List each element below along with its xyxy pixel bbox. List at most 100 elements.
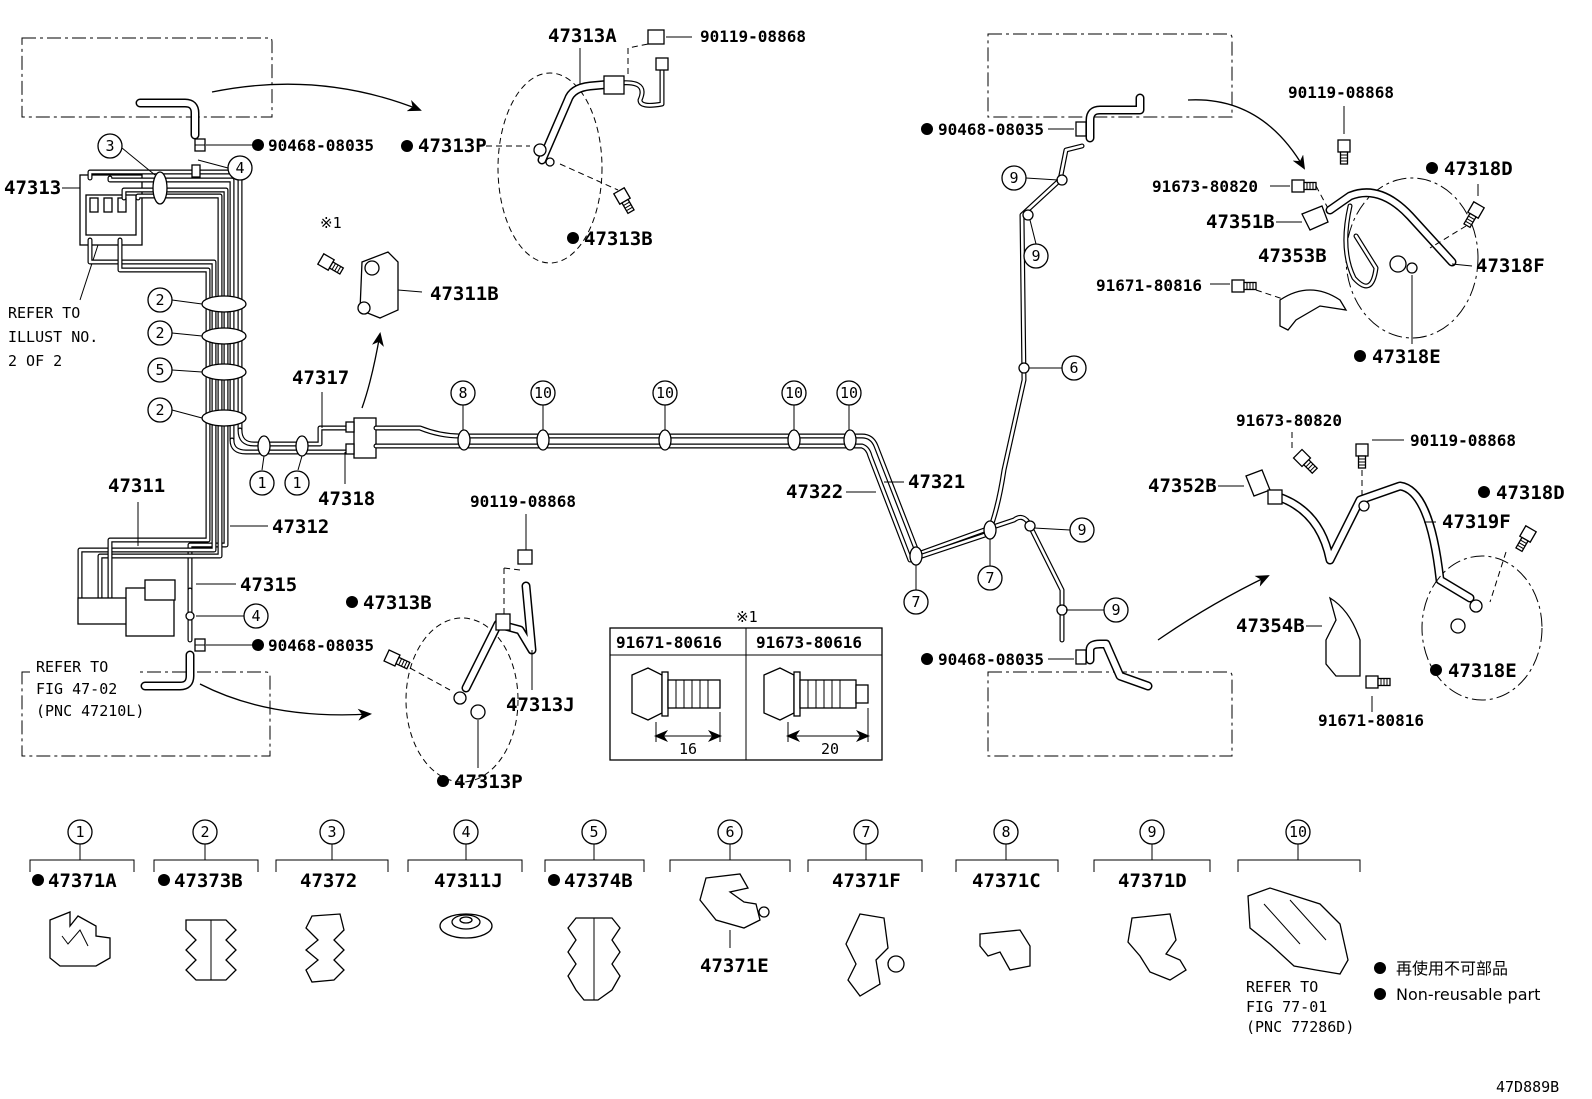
svg-text:FIG 77-01: FIG 77-01 — [1246, 998, 1327, 1016]
svg-text:90119-08868: 90119-08868 — [1410, 431, 1516, 450]
svg-text:2: 2 — [200, 823, 209, 841]
label-47311: 47311 — [108, 475, 165, 546]
callout-9a: 9 — [1001, 165, 1059, 191]
svg-text:47313J: 47313J — [506, 694, 575, 716]
clip-legend: 1 47371A 2 47373B 3 47372 4 47311J — [29, 819, 1361, 1036]
label-47321: 47321 — [884, 471, 965, 493]
bracket-47311B: ※1 47311B — [317, 214, 499, 409]
svg-text:6: 6 — [1069, 359, 1078, 377]
callout-10a: 10 — [530, 380, 556, 430]
svg-text:47371F: 47371F — [832, 870, 901, 892]
svg-text:90119-08868: 90119-08868 — [470, 492, 576, 511]
svg-text:20: 20 — [821, 740, 839, 758]
rear-left-assembly: 90119-08868 91673-80820 47351B 47353B 91… — [1096, 83, 1545, 368]
svg-text:※1: ※1 — [736, 608, 758, 626]
nonreusable-dot — [252, 139, 264, 151]
svg-text:9: 9 — [1111, 601, 1120, 619]
callout-1b: 1 — [284, 455, 310, 496]
svg-text:3: 3 — [105, 137, 114, 155]
clip-legend-item-5: 5 47374B — [544, 819, 645, 1001]
svg-text:47319F: 47319F — [1442, 511, 1511, 533]
svg-text:47353B: 47353B — [1258, 245, 1327, 267]
callout-6: 6 — [1029, 355, 1087, 381]
clip-legend-item-9: 9 47371D — [1093, 819, 1211, 981]
svg-text:47371D: 47371D — [1118, 870, 1187, 892]
part-label: 90468-08035 — [268, 136, 374, 155]
svg-text:47318D: 47318D — [1444, 158, 1513, 180]
clip-legend-item-7: 7 47371F — [807, 819, 923, 997]
svg-text:47318: 47318 — [318, 488, 375, 510]
callout-10c: 10 — [781, 380, 807, 430]
front-right-hose-47313J: 90119-08868 47313B 47313J 47313P — [346, 492, 576, 793]
clip-legend-item-10: 10 REFER TO FIG 77-01 (PNC 77286D) — [1237, 819, 1361, 1036]
svg-text:91671-80616: 91671-80616 — [616, 633, 722, 652]
clip-legend-item-3: 3 47372 — [275, 819, 389, 983]
svg-text:10: 10 — [840, 384, 858, 402]
label-47318: 47318 — [318, 452, 375, 510]
callout-9c: 9 — [1033, 517, 1095, 543]
svg-text:7: 7 — [911, 593, 920, 611]
svg-text:47352B: 47352B — [1148, 475, 1217, 497]
legend: 再使用不可部品 Non-reusable part — [1374, 959, 1540, 1004]
callout-2c: 2 — [147, 397, 203, 423]
svg-text:(PNC 47210L): (PNC 47210L) — [36, 702, 144, 720]
callout-2b: 2 — [147, 320, 203, 346]
svg-text:91673-80820: 91673-80820 — [1152, 177, 1258, 196]
region-left-top: 90468-08035 — [21, 37, 422, 155]
svg-text:2: 2 — [155, 401, 164, 419]
svg-text:47311: 47311 — [108, 475, 165, 497]
svg-text:47318F: 47318F — [1476, 255, 1545, 277]
svg-text:2: 2 — [155, 324, 164, 342]
region-left-bottom: REFER TO FIG 47-02 (PNC 47210L) — [21, 650, 372, 757]
callout-4-top: 4 — [197, 155, 253, 181]
refer-note: 2 OF 2 — [8, 352, 62, 370]
diagram-id: 47D889B — [1496, 1078, 1559, 1096]
svg-text:47318D: 47318D — [1496, 482, 1565, 504]
svg-text:47311J: 47311J — [434, 870, 503, 892]
rear-right-assembly: 91673-80820 90119-08868 47352B 47318D 47… — [1148, 411, 1565, 730]
svg-text:16: 16 — [679, 740, 697, 758]
region-right-top: 90468-08035 — [921, 33, 1306, 170]
svg-text:9: 9 — [1147, 823, 1156, 841]
svg-text:7: 7 — [985, 569, 994, 587]
region-right-bottom: 90468-08035 — [921, 575, 1270, 757]
svg-text:10: 10 — [1289, 823, 1307, 841]
svg-text:47371E: 47371E — [700, 955, 769, 977]
svg-text:REFER TO: REFER TO — [1246, 978, 1318, 996]
label-47312: 47312 — [230, 516, 329, 538]
svg-text:91673-80820: 91673-80820 — [1236, 411, 1342, 430]
legend-en: Non-reusable part — [1396, 985, 1540, 1004]
svg-text:6: 6 — [725, 823, 734, 841]
svg-text:47313A: 47313A — [548, 25, 617, 47]
callout-4-bot: 4 — [196, 603, 269, 629]
label-47317: 47317 — [292, 367, 349, 428]
svg-text:47313B: 47313B — [584, 228, 653, 250]
svg-text:47317: 47317 — [292, 367, 349, 389]
label-47322: 47322 — [786, 481, 876, 503]
svg-text:47373B: 47373B — [174, 870, 243, 892]
svg-text:90468-08035: 90468-08035 — [268, 636, 374, 655]
callout-9d: 9 — [1066, 597, 1129, 623]
svg-text:8: 8 — [1001, 823, 1010, 841]
label-47315: 47315 — [196, 574, 297, 596]
svg-text:REFER TO: REFER TO — [36, 658, 108, 676]
svg-text:47315: 47315 — [240, 574, 297, 596]
svg-text:1: 1 — [257, 474, 266, 492]
clip-legend-item-2: 2 47373B — [153, 819, 259, 981]
svg-text:9: 9 — [1009, 169, 1018, 187]
part-label: 47313 — [4, 177, 61, 199]
svg-text:10: 10 — [534, 384, 552, 402]
svg-text:91671-80816: 91671-80816 — [1318, 711, 1424, 730]
refer-note: ILLUST NO. — [8, 328, 98, 346]
svg-text:91671-80816: 91671-80816 — [1096, 276, 1202, 295]
callout-1a: 1 — [249, 455, 275, 496]
bleeder-90468-bot: 90468-08035 — [194, 636, 374, 655]
callout-9b: 9 — [1023, 219, 1049, 269]
svg-text:47374B: 47374B — [564, 870, 633, 892]
svg-text:47371C: 47371C — [972, 870, 1041, 892]
svg-text:1: 1 — [292, 474, 301, 492]
svg-text:(PNC 77286D): (PNC 77286D) — [1246, 1018, 1354, 1036]
svg-text:2: 2 — [155, 291, 164, 309]
svg-text:47372: 47372 — [300, 870, 357, 892]
callout-7b: 7 — [977, 539, 1003, 591]
